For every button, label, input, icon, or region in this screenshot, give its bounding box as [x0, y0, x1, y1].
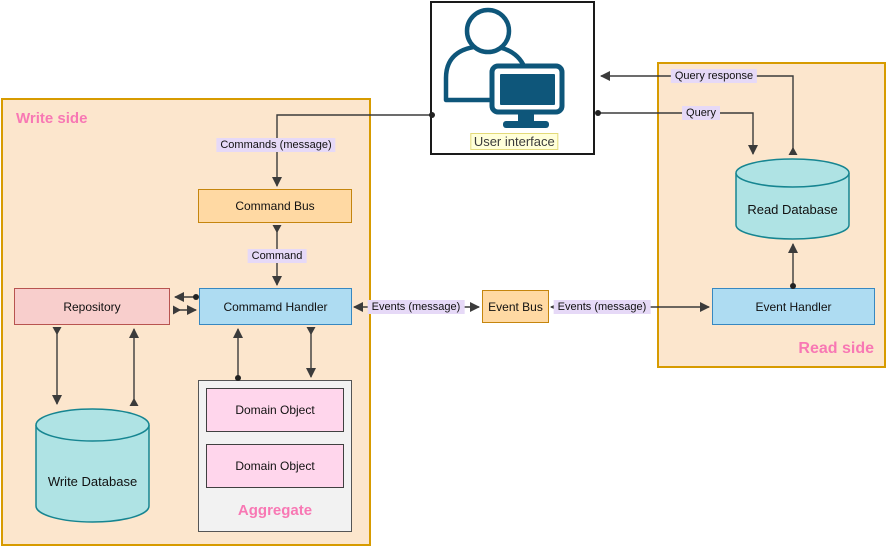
event-bus-node: Event Bus: [482, 290, 549, 323]
command-handler-label: Commamd Handler: [223, 299, 328, 314]
domain-object-node: Domain Object: [206, 388, 344, 432]
write-database-label: Write Database: [47, 474, 138, 489]
command-label: Command: [247, 249, 307, 263]
read-database-node: Read Database: [735, 158, 850, 240]
database-cylinder-icon: [735, 158, 850, 240]
user-interface-node: User interface: [430, 1, 595, 155]
aggregate-container: Domain Object Domain Object Aggregate: [198, 380, 352, 532]
domain-object-label: Domain Object: [235, 459, 315, 473]
query-label: Query: [682, 106, 720, 120]
command-bus-node: Command Bus: [198, 189, 352, 223]
user-at-computer-icon: [443, 7, 565, 128]
query-response-label: Query response: [670, 69, 758, 83]
aggregate-title: Aggregate: [237, 502, 313, 519]
events-message-left-label: Events (message): [367, 300, 465, 314]
database-cylinder-icon: [35, 408, 150, 523]
event-bus-label: Event Bus: [488, 299, 543, 314]
events-message-right-label: Events (message): [553, 300, 651, 314]
command-handler-node: Commamd Handler: [199, 288, 352, 325]
command-bus-label: Command Bus: [235, 199, 315, 213]
write-side-title: Write side: [16, 110, 88, 127]
event-handler-label: Event Handler: [755, 299, 832, 314]
write-database-node: Write Database: [35, 408, 150, 523]
domain-object-node: Domain Object: [206, 444, 344, 488]
repository-label: Repository: [63, 299, 121, 314]
domain-object-label: Domain Object: [235, 403, 315, 417]
user-interface-label: User interface: [469, 133, 559, 150]
junction-dot: [595, 110, 601, 116]
commands-message-label: Commands (message): [216, 138, 336, 152]
read-database-label: Read Database: [747, 202, 838, 217]
event-handler-node: Event Handler: [712, 288, 875, 325]
read-side-title: Read side: [798, 340, 874, 357]
repository-node: Repository: [14, 288, 170, 325]
